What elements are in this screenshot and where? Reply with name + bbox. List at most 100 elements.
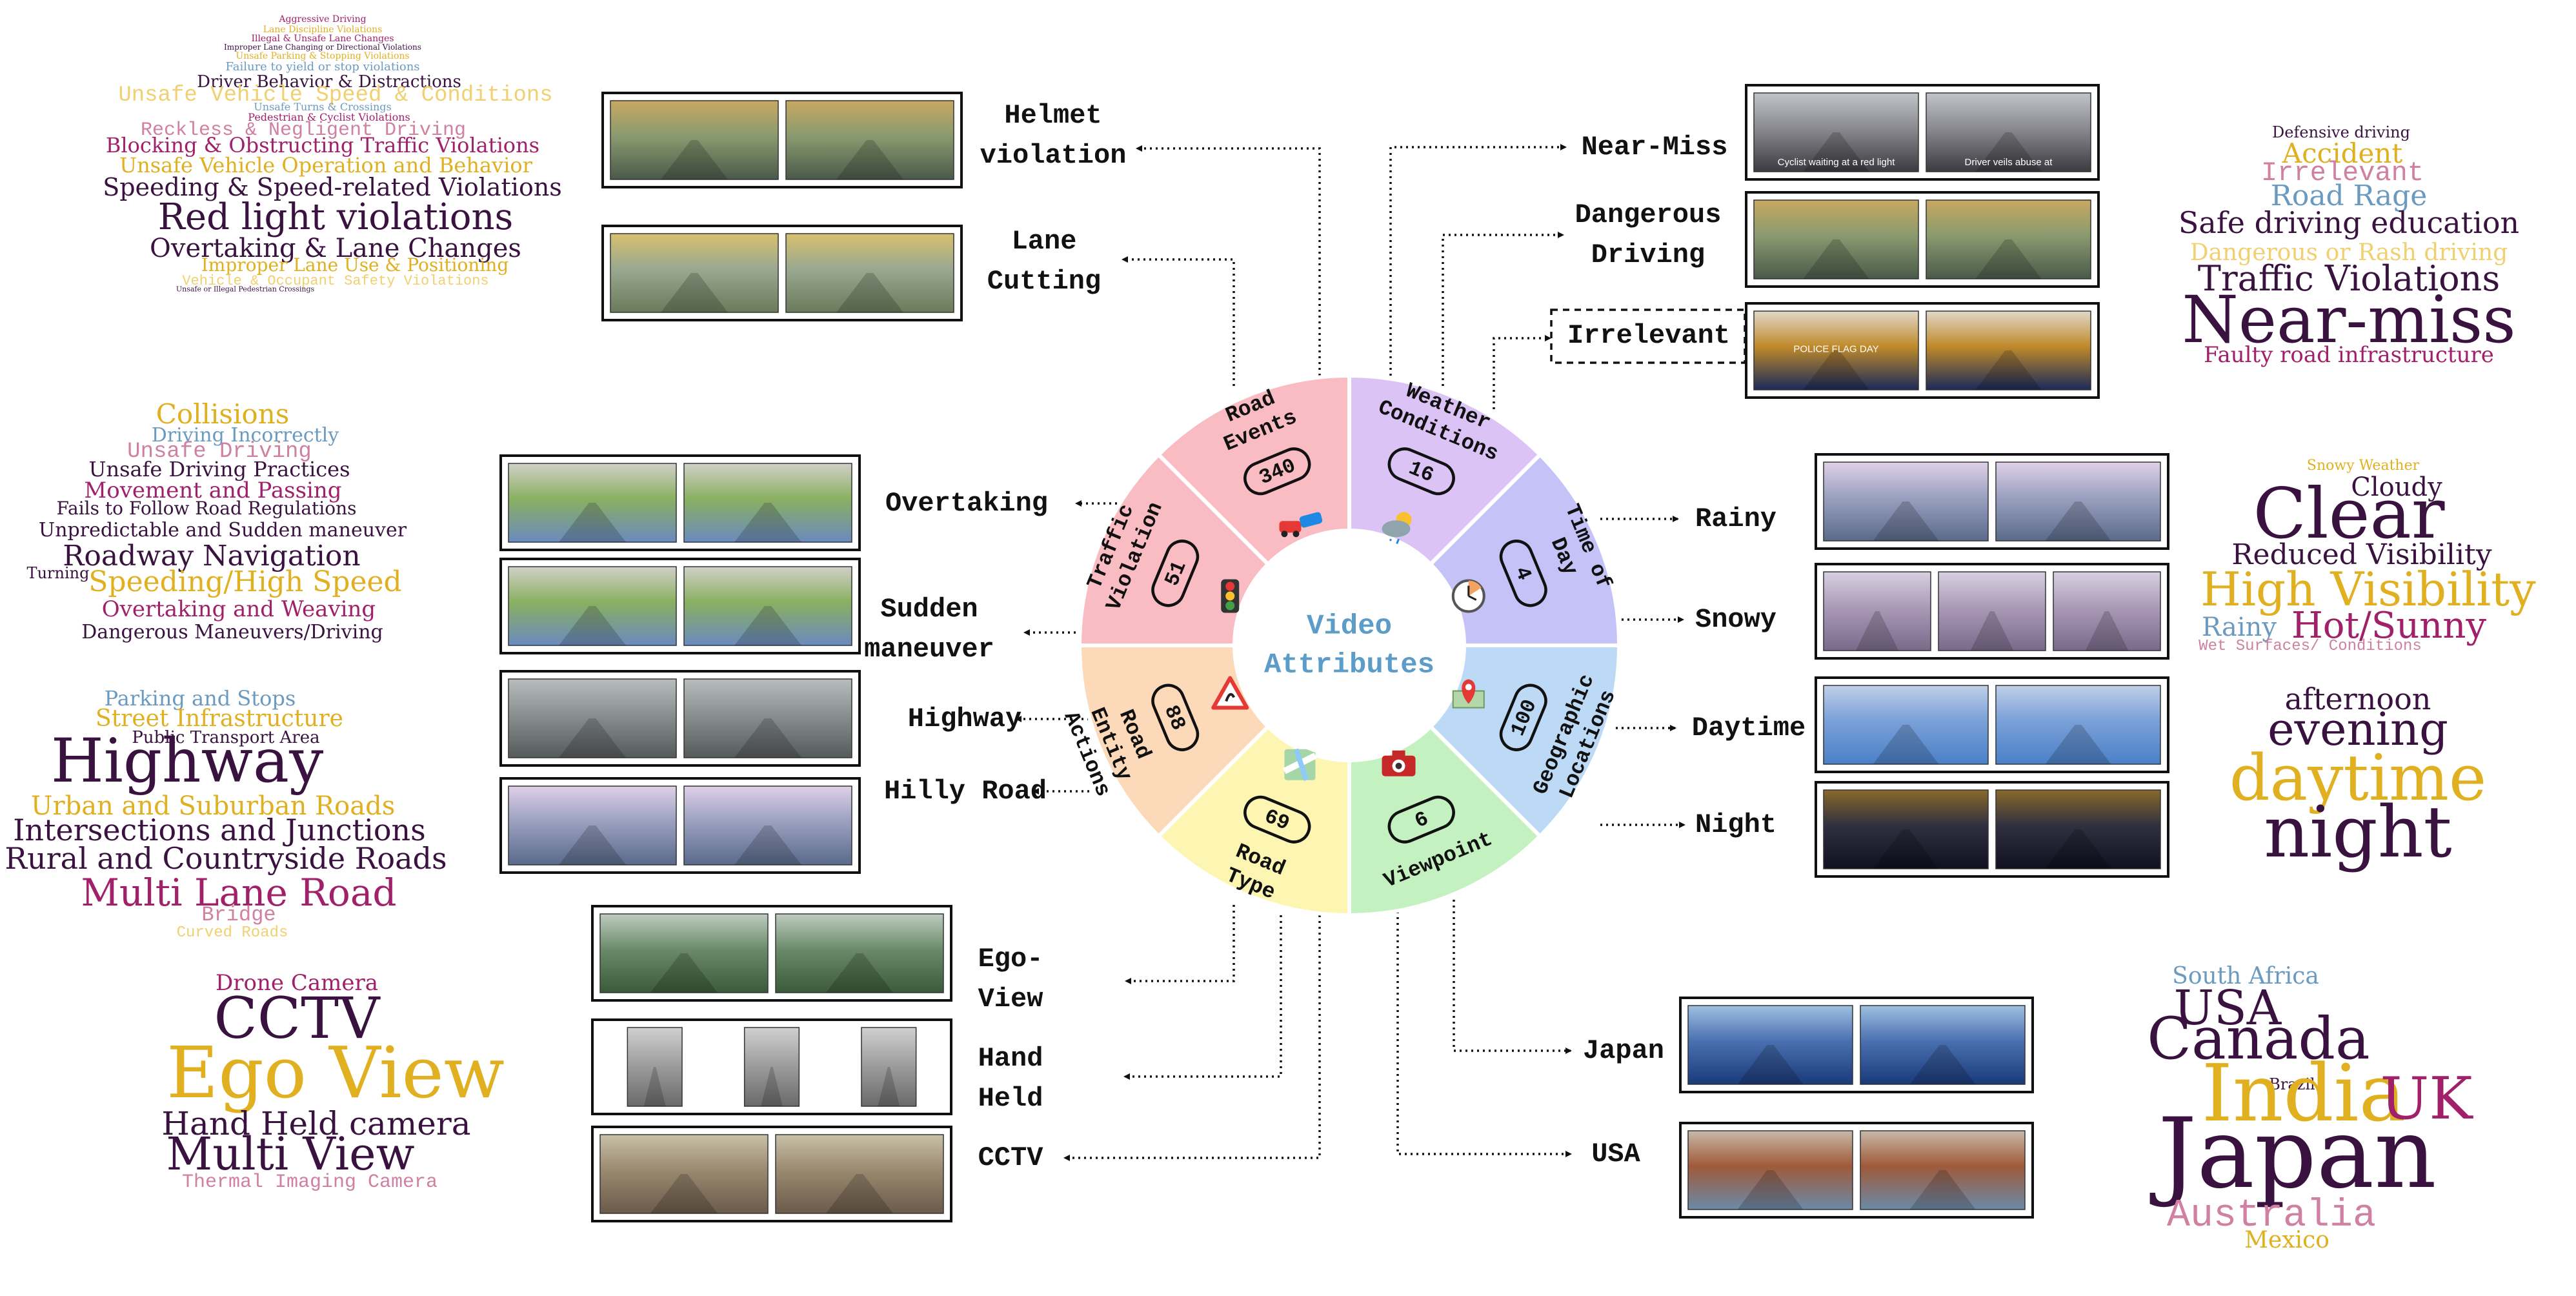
connector-cctv (1063, 915, 1321, 1161)
label-text: Sudden (880, 594, 978, 625)
label-text: Snowy (1695, 604, 1776, 635)
thumbnail-image (1753, 310, 1919, 390)
label-helmet-violation: Helmet violation (980, 100, 1127, 171)
thumbnail-image (1823, 789, 1989, 869)
count-pill (1499, 540, 1547, 607)
traffic-light-icon (1221, 579, 1240, 613)
label-text: Highway (908, 704, 1021, 734)
thumbnail-image (1938, 571, 2046, 651)
label-text: Dangerous (1575, 199, 1722, 230)
label-night: Night (1695, 809, 1776, 840)
label-text: Helmet (1004, 100, 1102, 131)
photo-panel-japan (1679, 997, 2034, 1093)
label-text: Rainy (1695, 503, 1776, 534)
photo-panel-daytime (1815, 676, 2169, 773)
label-text: Cutting (987, 266, 1101, 297)
thumbnail-image (610, 233, 779, 313)
clock-icon (1451, 579, 1485, 613)
connector-hand-held (1123, 915, 1282, 1080)
center-title-line1: Video (1307, 611, 1392, 643)
center-title-line2: Attributes (1264, 649, 1434, 682)
connector-lane-cutting (1122, 256, 1235, 386)
label-text: View (978, 984, 1043, 1015)
thumbnail-image (508, 785, 677, 866)
thumbnail-image (1823, 685, 1989, 765)
count-pill (1387, 447, 1455, 496)
thumbnail-image (508, 566, 677, 646)
label-overtaking: Overtaking (885, 488, 1048, 519)
thumbnail-image (1823, 571, 1931, 651)
thumbnail-image (785, 100, 954, 180)
thumbnail-image (1926, 199, 2091, 279)
count-pill (1243, 447, 1311, 496)
thumbnail-image (683, 785, 852, 866)
label-text: Hand (978, 1043, 1043, 1074)
photo-panel-ego-view (591, 905, 952, 1002)
thumbnail-image (1753, 199, 1919, 279)
photo-panel-lane-cutting (601, 225, 963, 321)
thumbnail-image (683, 678, 852, 758)
label-text: Hilly Road (884, 776, 1047, 807)
label-rainy: Rainy (1695, 503, 1776, 534)
label-text: USA (1591, 1139, 1640, 1169)
warning-sign-icon (1211, 676, 1249, 710)
photo-panel-irrelevant: POLICE FLAG DAY (1745, 302, 2100, 399)
label-hilly-road: Hilly Road (884, 776, 1047, 807)
car-crash-icon (1279, 512, 1323, 538)
connector-dangerous-driving (1442, 232, 1564, 386)
photo-panel-dangerous-driving (1745, 191, 2100, 288)
label-highway: Highway (908, 704, 1021, 734)
label-text: Daytime (1692, 713, 1806, 744)
location-pin-icon (1452, 679, 1485, 709)
label-text: Irrelevant (1567, 320, 1730, 351)
thumbnail-image (785, 233, 954, 313)
camera-icon (1382, 750, 1416, 776)
thumbnail-image (683, 463, 852, 543)
thumbnail-image (599, 913, 769, 993)
thumbnail-image (1995, 461, 2161, 542)
thumbnail-caption: Cyclist waiting at a red light (1778, 157, 1896, 168)
thumbnail-image (861, 1027, 917, 1107)
label-near-miss: Near-Miss (1582, 132, 1728, 163)
label-text: Near-Miss (1582, 132, 1728, 163)
connector-helmet-violation (1136, 145, 1321, 376)
photo-panel-hand-held (591, 1018, 952, 1115)
thumbnail-image (627, 1027, 683, 1107)
photo-panel-snowy (1815, 563, 2169, 660)
label-text: Ego- (978, 944, 1043, 975)
count-pill (1387, 795, 1455, 844)
thumbnail-caption: Driver veils abuse at (1965, 157, 2053, 168)
thumbnail-image (1823, 461, 1989, 542)
label-text: CCTV (978, 1142, 1044, 1173)
photo-panel-usa (1679, 1122, 2034, 1219)
thumbnail-image (775, 1134, 944, 1214)
label-text: Held (978, 1083, 1043, 1114)
count-pill (1243, 795, 1311, 844)
photo-panel-helmet-violation (601, 92, 963, 188)
photo-panel-highway (499, 670, 861, 767)
connector-near-miss (1389, 144, 1567, 376)
connector-japan (1453, 900, 1572, 1054)
label-text: Overtaking (885, 488, 1048, 519)
thumbnail-image (1926, 92, 2091, 172)
thumbnail-image (683, 566, 852, 646)
thumbnail-image (1995, 685, 2161, 765)
thumbnail-image (775, 913, 944, 993)
photo-panel-cctv (591, 1126, 952, 1222)
road-map-icon (1283, 748, 1317, 782)
label-cctv: CCTV (978, 1142, 1044, 1173)
label-text: Driving (1591, 239, 1705, 270)
thumbnail-image (599, 1134, 769, 1214)
thumbnail-image (1687, 1130, 1853, 1210)
label-snowy: Snowy (1695, 604, 1776, 635)
thumbnail-image (1687, 1005, 1853, 1085)
label-text: violation (980, 140, 1127, 171)
